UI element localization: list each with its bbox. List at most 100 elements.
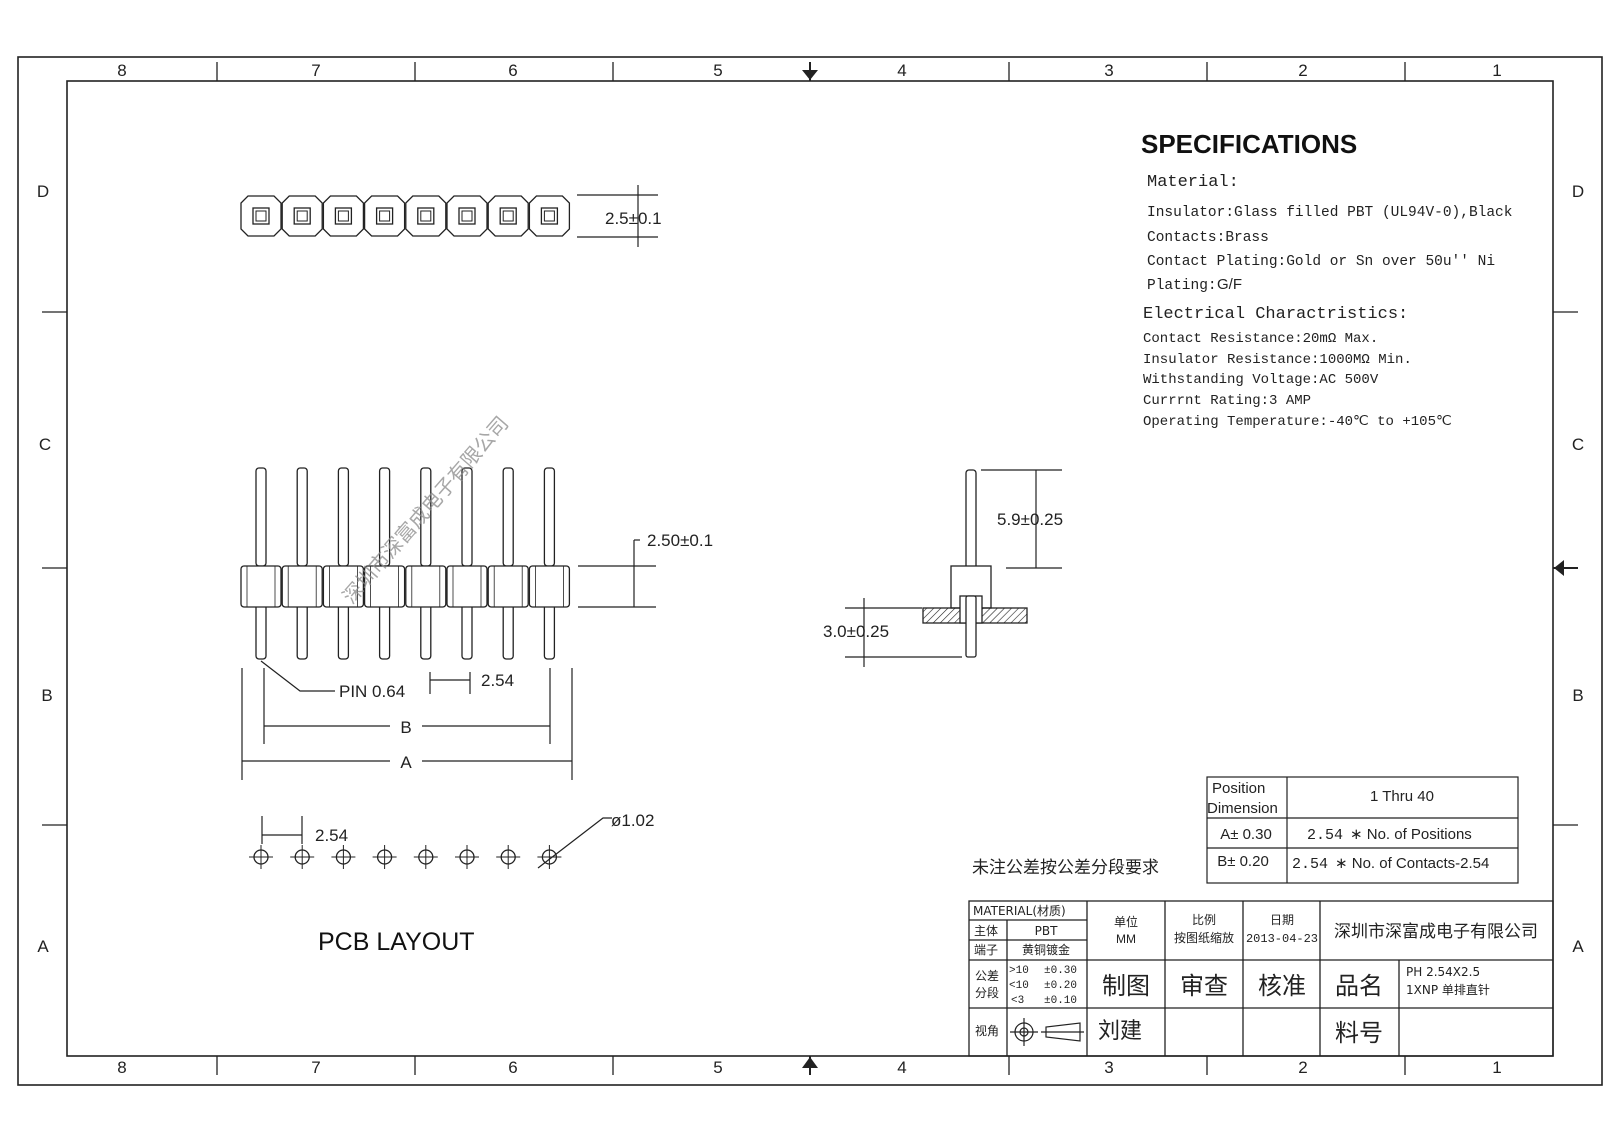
frame-row-c: C [39, 435, 51, 454]
tb-tol-range-1: >10 [1009, 965, 1029, 977]
tb-body-label: 主体 [974, 924, 998, 938]
top-pad [405, 195, 447, 237]
dim-a-label: A [400, 753, 412, 772]
spec-contact-resistance: Contact Resistance:20mΩ Max. [1143, 331, 1378, 347]
top-view-dimension [577, 185, 658, 247]
tb-tol-range-3: <3 [1011, 995, 1024, 1007]
tb-unit-value: MM [1116, 932, 1136, 946]
top-pin-inner [379, 210, 391, 222]
spec-operating-temperature: Operating Temperature:-40℃ to +105℃ [1143, 414, 1452, 430]
frame-row-a-right: A [1572, 937, 1584, 956]
tb-part-no-label: 料号 [1335, 1019, 1383, 1047]
spec-withstanding-voltage: Withstanding Voltage:AC 500V [1143, 372, 1379, 388]
front-body [528, 565, 571, 608]
front-body [405, 565, 447, 608]
frame-col-5-bottom: 5 [713, 1058, 722, 1077]
frame-ticks [42, 62, 1578, 1075]
specifications-block: SPECIFICATIONS Material: Insulator:Glass… [1141, 129, 1512, 430]
spec-insulator-resistance: Insulator Resistance:1000MΩ Min. [1143, 352, 1412, 368]
tb-product-name-line2: 1XNP 单排直针 [1406, 982, 1490, 997]
frame-col-2: 2 [1298, 61, 1307, 80]
pin-size-label: PIN 0.64 [339, 682, 405, 701]
dim-table-b-label: B± 0.20 [1217, 853, 1269, 870]
tb-scale-label: 比例 [1192, 913, 1216, 927]
tb-product-name-line1: PH 2.54X2.5 [1406, 965, 1480, 979]
tb-terminal-label: 端子 [974, 943, 998, 957]
top-pin-square [417, 207, 435, 225]
frame-col-8: 8 [117, 61, 126, 80]
frame-col-8-bottom: 8 [117, 1058, 126, 1077]
pcb-layout-dimensions [261, 816, 612, 869]
front-pin-lower [461, 603, 473, 660]
dim-table-header-left-2: Dimension [1207, 800, 1278, 817]
dim-table-b-num: 2.54 [1292, 856, 1328, 873]
front-pin-lower [337, 603, 350, 660]
top-pin-inner [255, 210, 267, 222]
front-body [446, 565, 488, 608]
side-dim-upper: 5.9±0.25 [997, 510, 1063, 529]
frame-col-4: 4 [897, 61, 906, 80]
top-pad [528, 195, 571, 237]
top-pin-square [540, 207, 559, 225]
dim-table-a-num: 2.54 [1307, 827, 1343, 844]
frame-row-a: A [37, 937, 49, 956]
tb-scale-value: 按图纸缩放 [1174, 930, 1234, 945]
front-body [322, 565, 365, 608]
tb-company: 深圳市深富成电子有限公司 [1334, 922, 1538, 942]
top-pin-inner [543, 210, 555, 222]
spec-plating-value: G/F [1217, 276, 1242, 293]
front-view-pitch: 2.54 [481, 671, 514, 690]
top-pin-square [375, 207, 394, 225]
frame-col-1: 1 [1492, 61, 1501, 80]
frame-col-1-bottom: 1 [1492, 1058, 1501, 1077]
tb-tol-value-1: ±0.30 [1044, 965, 1077, 977]
front-pin-upper [296, 467, 308, 567]
top-view-dim-label: 2.5±0.1 [605, 209, 662, 228]
frame-row-c-right: C [1572, 435, 1584, 454]
dim-table-header-left-1: Position [1212, 780, 1265, 797]
front-pin-lower [255, 603, 267, 660]
top-pad [322, 195, 365, 237]
top-pin-square [334, 207, 353, 225]
front-pin-upper [255, 467, 267, 567]
frame-col-7: 7 [311, 61, 320, 80]
top-pin-inner [461, 210, 473, 222]
dim-table-a-label: A± 0.30 [1220, 826, 1272, 843]
top-pin-square [458, 207, 476, 225]
frame-row-b: B [41, 686, 52, 705]
frame-col-6: 6 [508, 61, 517, 80]
top-pad [363, 195, 406, 237]
centering-marks [802, 62, 1578, 1075]
spec-contacts: Contacts:Brass [1147, 230, 1269, 246]
frame-row-b-right: B [1572, 686, 1583, 705]
spec-insulator: Insulator:Glass filled PBT (UL94V-0),Bla… [1147, 205, 1512, 221]
top-pad [487, 195, 529, 237]
front-pin-lower [543, 603, 556, 660]
tolerance-note: 未注公差按公差分段要求 [972, 858, 1159, 878]
top-pin-square [499, 207, 517, 225]
frame-col-7-bottom: 7 [311, 1058, 320, 1077]
front-body [240, 565, 282, 608]
frame-col-4-bottom: 4 [897, 1058, 906, 1077]
top-pin-inner [296, 210, 308, 222]
front-pin-lower [502, 603, 514, 660]
top-pad [240, 195, 282, 237]
tb-tol-range-2: <10 [1009, 980, 1029, 992]
spec-plating-label: Plating: [1147, 278, 1217, 294]
top-pin-square [252, 207, 270, 225]
top-pin-inner [420, 210, 432, 222]
dim-table-b-text: ∗ No. of Contacts-2.54 [1335, 855, 1489, 872]
spec-contact-plating: Contact Plating:Gold or Sn over 50u'' Ni [1147, 254, 1495, 270]
front-view-body-dim: 2.50±0.1 [647, 531, 713, 550]
tb-tolerance-label-1: 公差 [975, 969, 999, 983]
side-pin-upper [965, 469, 977, 571]
tb-date-value: 2013-04-23 [1246, 932, 1318, 946]
tb-drawn-label: 制图 [1102, 972, 1150, 1000]
front-pin-upper [543, 467, 556, 567]
dim-table-header-right: 1 Thru 40 [1370, 788, 1434, 805]
projection-symbol-icon [1010, 1018, 1084, 1046]
tb-tol-value-2: ±0.20 [1044, 980, 1077, 992]
tb-approved-label: 核准 [1258, 972, 1306, 1000]
outer-border [17, 56, 1603, 1086]
dim-b-label: B [400, 718, 411, 737]
